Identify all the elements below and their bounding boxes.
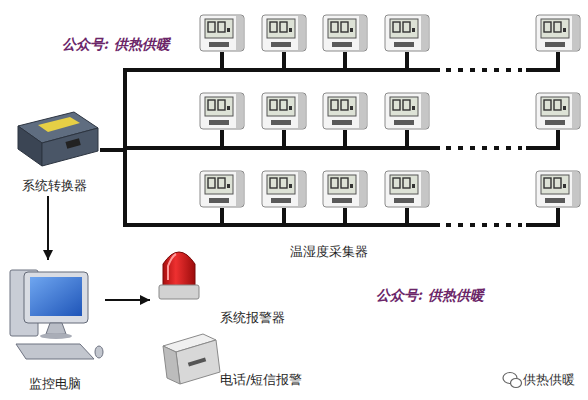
sensor-stub: [222, 208, 558, 225]
converter-device: [18, 112, 98, 166]
account-name: 供热供暖: [523, 372, 575, 388]
siren-highlight: [168, 254, 176, 280]
converter-side: [42, 128, 98, 166]
node-label: 监控电脑: [29, 376, 81, 392]
computer-screen: [30, 277, 82, 316]
sms-modem-icon: [163, 334, 220, 384]
sensor-icon: [200, 93, 244, 129]
sensor-icon: [536, 15, 580, 51]
modem-side: [163, 346, 180, 384]
sensor-icon: [323, 93, 367, 129]
node-label: 温湿度采集器: [290, 244, 368, 260]
watermark: 公众号: 供热供暖: [62, 36, 170, 52]
alarm-node: 系统报警器: [150, 246, 300, 328]
siren-dome: [163, 252, 195, 286]
watermark: 公众号: 供热供暖: [376, 287, 484, 303]
sensor-bus: [125, 52, 560, 227]
connector: [47, 196, 49, 260]
computer-keyboard: [16, 344, 94, 359]
siren-icon: [159, 252, 199, 299]
node-label: 系统报警器: [220, 310, 285, 326]
sensor-stub: [222, 52, 558, 70]
bus-line: [125, 68, 560, 72]
bus-dots: [446, 68, 522, 72]
chat-bubble: [511, 379, 522, 388]
computer-base: [40, 333, 72, 339]
bus-dots: [446, 223, 522, 227]
computer-node: 监控电脑: [5, 260, 105, 395]
computer-mouse: [95, 346, 103, 358]
connector: [100, 148, 125, 152]
bus-line: [125, 146, 560, 150]
siren-base: [159, 285, 199, 299]
converter-front: [18, 126, 42, 166]
sensor-icon: [323, 15, 367, 51]
sensor-group-node: 温湿度采集器: [125, 8, 580, 264]
converter-port: [65, 138, 80, 148]
wechat-icon: [503, 373, 522, 388]
node-label: 电话/短信报警: [220, 372, 302, 388]
computer-icon: [10, 270, 103, 359]
sensor-icon: [200, 15, 244, 51]
sms-alarm-node: 电话/短信报警: [155, 330, 315, 392]
sensor-icon: [385, 171, 429, 207]
sensor-icon: [323, 171, 367, 207]
sensor-array: [200, 15, 580, 207]
converter-sticker: [38, 117, 80, 132]
bus-line: [125, 223, 560, 227]
modem-body: [176, 340, 220, 384]
sensor-icon: [200, 171, 244, 207]
sensor-icon: [385, 15, 429, 51]
converter-node: 系统转换器: [8, 108, 100, 196]
sensor-icon: [385, 93, 429, 129]
sensor-icon: [262, 15, 306, 51]
computer-monitor: [24, 272, 88, 323]
node-label: 系统转换器: [22, 178, 87, 194]
sensor-icon: [262, 171, 306, 207]
sensor-icon: [536, 171, 580, 207]
sensor-stub: [222, 130, 558, 148]
modem-slot: [188, 357, 206, 366]
sensor-icon: [536, 93, 580, 129]
connector: [105, 299, 150, 301]
bus-dots: [446, 146, 522, 150]
computer-stand: [46, 323, 66, 334]
sensor-icon: [262, 93, 306, 129]
